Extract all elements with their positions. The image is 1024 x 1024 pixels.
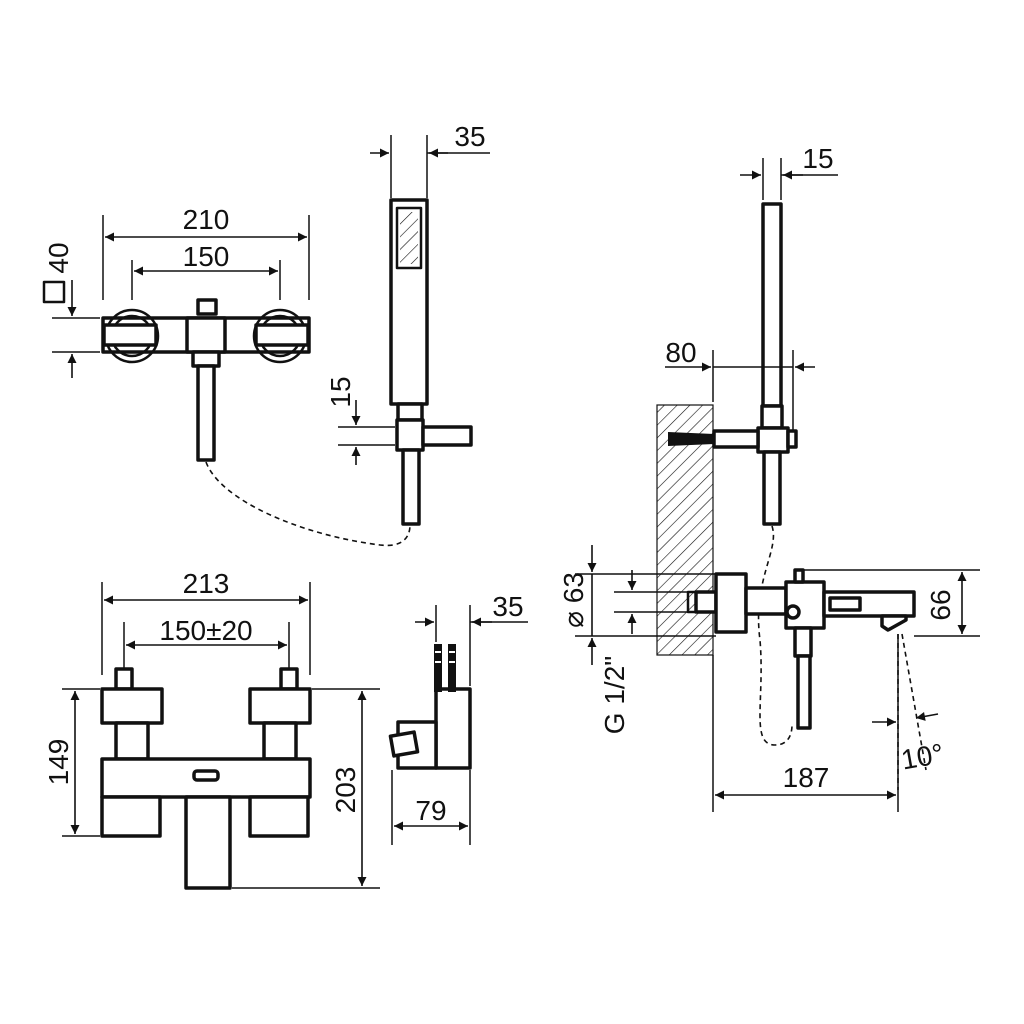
- dim-holder-15: 15: [325, 376, 395, 465]
- dim-label: 150±20: [159, 615, 252, 646]
- dim-holder-front-35: 35: [415, 591, 528, 686]
- top-view-handshower: [389, 198, 473, 526]
- dim-front-203: 203: [232, 688, 380, 889]
- dim-side-66: 66: [804, 569, 980, 637]
- dim-label: G 1/2": [599, 656, 630, 734]
- front-view-mixer: [100, 667, 312, 890]
- dim-front-213: 213: [101, 568, 311, 675]
- dim-front-150: 150±20: [123, 615, 290, 668]
- side-view-mixer: [686, 568, 916, 730]
- dim-label: 149: [43, 739, 74, 786]
- dim-side-15: 15: [740, 143, 838, 200]
- hose-side: [757, 525, 793, 746]
- dim-label: 35: [492, 591, 523, 622]
- side-view-handshower: [668, 202, 798, 526]
- dim-side-80: 80: [665, 337, 815, 430]
- dim-side-thread: G 1/2": [599, 570, 696, 734]
- dim-label: 210: [183, 204, 230, 235]
- dim-label: 203: [330, 767, 361, 814]
- square-symbol-icon: [42, 280, 66, 304]
- dim-label: 79: [415, 795, 446, 826]
- wall-section: [656, 404, 714, 656]
- dim-side-angle: 10°: [872, 633, 946, 790]
- dim-label: 15: [325, 376, 356, 407]
- dim-label: 35: [454, 121, 485, 152]
- top-view-mixer: [101, 298, 311, 462]
- dim-holder-front-79: 79: [391, 770, 471, 845]
- dim-top-150: 150: [131, 241, 281, 300]
- dim-label: 187: [783, 762, 830, 793]
- dim-label: 40: [43, 242, 74, 273]
- dim-label: 66: [925, 589, 956, 620]
- hose-top: [205, 461, 411, 547]
- dim-label: ⌀ 63: [558, 572, 589, 628]
- dim-label: 80: [665, 337, 696, 368]
- dim-label: 213: [183, 568, 230, 599]
- dim-top-210: 210: [102, 204, 310, 300]
- front-view-holder: [388, 644, 472, 770]
- dim-side-63: ⌀ 63: [558, 545, 716, 665]
- dim-label: 10°: [899, 738, 946, 776]
- dim-handshower-35: 35: [370, 121, 490, 198]
- dim-label: 150: [183, 241, 230, 272]
- dim-top-40: 40: [42, 242, 100, 378]
- dim-label: 15: [802, 143, 833, 174]
- dim-front-149: 149: [43, 688, 100, 837]
